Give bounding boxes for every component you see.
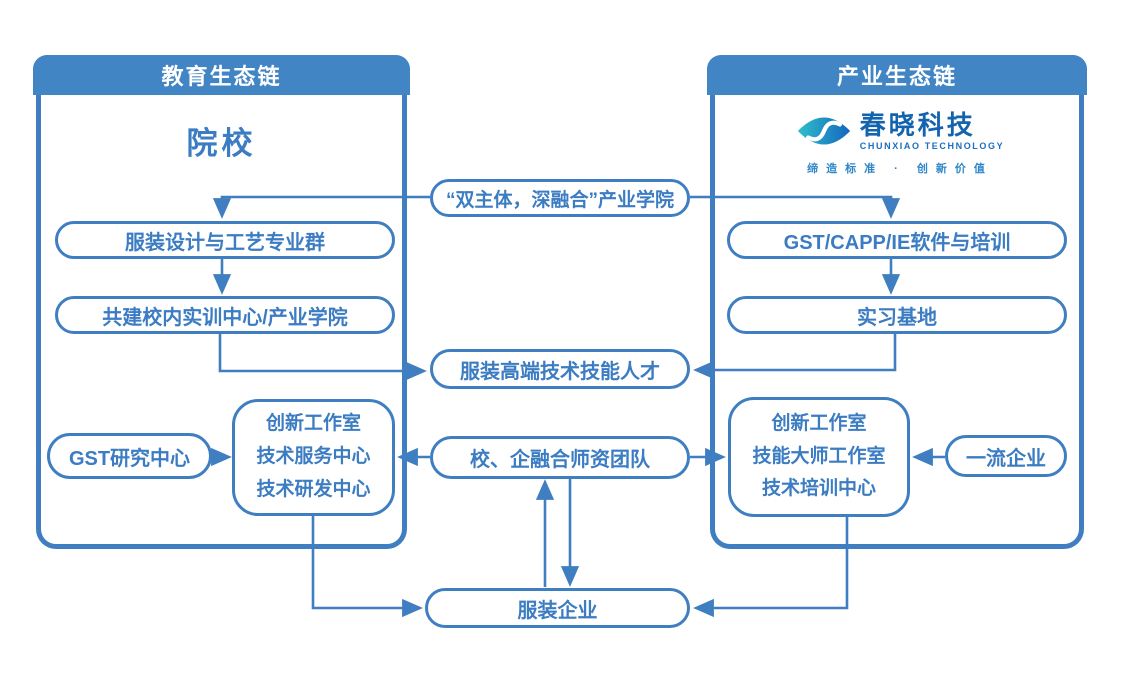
arrow-internship-base-to-talent	[693, 334, 897, 380]
left-studio-line-2: 技术服务中心	[256, 446, 371, 468]
node-right-studio: 创新工作室 技能大师工作室 技术培训中心	[728, 397, 910, 517]
node-industry-college: “双主体，深融合”产业学院	[430, 179, 690, 217]
chunxiao-logo-text: 春晓科技 CHUNXIAO TECHNOLOGY	[860, 111, 1004, 152]
node-top-enterprise: 一流企业	[945, 435, 1067, 477]
node-gst-research-label: GST研究中心	[68, 447, 191, 470]
node-training-center-label: 共建校内实训中心/产业学院	[102, 306, 348, 329]
node-industry-college-label: “双主体，深融合”产业学院	[445, 189, 674, 211]
education-chain-header: 教育生态链	[33, 55, 410, 95]
arrow-training-center-to-talent	[218, 334, 427, 381]
right-studio-line-3: 技术培训中心	[761, 478, 876, 500]
chunxiao-logo-slogan: 缔造标准 · 创新价值	[807, 163, 993, 175]
industry-chain-panel: 产业生态链	[707, 55, 1087, 549]
node-software-training: GST/CAPP/IE软件与培训	[727, 221, 1067, 259]
college-title: 院校	[186, 126, 257, 161]
node-talent-label: 服装高端技术技能人才	[460, 360, 660, 383]
chunxiao-logo-name: 春晓科技	[859, 109, 976, 140]
node-internship-base-label: 实习基地	[857, 306, 937, 329]
node-garment-enterprise: 服装企业	[425, 588, 690, 628]
industry-chain-body	[710, 95, 1084, 549]
industry-chain-header-label: 产业生态链	[836, 64, 957, 89]
arrow-right-studio-to-garment-enterprise	[693, 515, 849, 618]
node-internship-base: 实习基地	[727, 296, 1067, 334]
node-teacher-team-label: 校、企融合师资团队	[470, 449, 650, 471]
node-garment-enterprise-label: 服装企业	[517, 599, 598, 622]
node-software-training-label: GST/CAPP/IE软件与培训	[783, 231, 1011, 254]
node-left-studio: 创新工作室 技术服务中心 技术研发中心	[232, 399, 395, 516]
education-chain-header-label: 教育生态链	[161, 64, 282, 89]
right-studio-line-2: 技能大师工作室	[752, 445, 886, 467]
education-chain-panel: 教育生态链	[33, 55, 410, 549]
arrow-left-studio-to-garment-enterprise	[311, 515, 423, 618]
node-talent: 服装高端技术技能人才	[430, 349, 690, 389]
node-teacher-team: 校、企融合师资团队	[430, 436, 690, 479]
node-training-center: 共建校内实训中心/产业学院	[55, 296, 395, 334]
chunxiao-logo-name-en: CHUNXIAO TECHNOLOGY	[859, 141, 1005, 152]
left-studio-line-3: 技术研发中心	[256, 478, 371, 500]
arrow-industry-college-to-major-group	[212, 195, 430, 219]
industry-chain-header: 产业生态链	[707, 55, 1087, 95]
chunxiao-logo: 春晓科技 CHUNXIAO TECHNOLOGY 缔造标准 · 创新价值	[775, 110, 1025, 176]
chunxiao-logo-row: 春晓科技 CHUNXIAO TECHNOLOGY	[796, 110, 1004, 152]
node-major-group-label: 服装设计与工艺专业群	[125, 231, 325, 254]
node-top-enterprise-label: 一流企业	[966, 447, 1046, 470]
node-gst-research: GST研究中心	[47, 433, 212, 479]
chunxiao-logo-icon	[797, 117, 850, 145]
right-studio-line-1: 创新工作室	[771, 412, 867, 434]
node-major-group: 服装设计与工艺专业群	[55, 221, 395, 259]
education-chain-body	[36, 95, 407, 549]
left-studio-line-1: 创新工作室	[265, 413, 361, 435]
arrow-industry-college-to-software-training	[690, 195, 901, 219]
